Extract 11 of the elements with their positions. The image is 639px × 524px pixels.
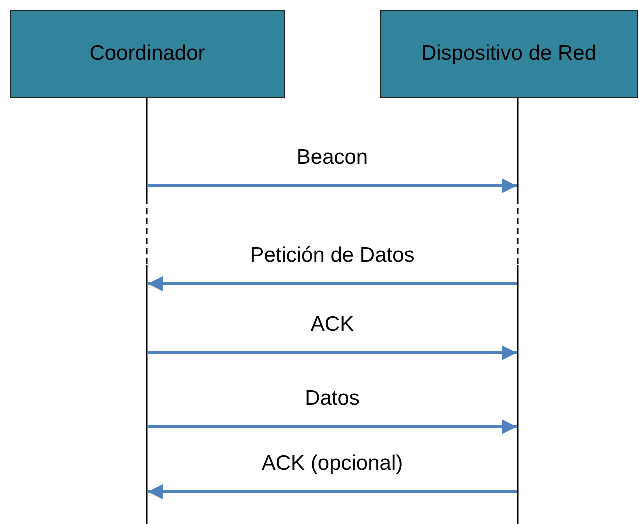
message-arrow	[148, 276, 517, 292]
lifeline	[517, 98, 519, 524]
participant-name: Dispositivo de Red	[421, 42, 597, 66]
participant-name: Coordinador	[90, 42, 206, 66]
participant-box	[380, 10, 638, 98]
message-arrow	[148, 484, 517, 500]
lifeline	[146, 98, 148, 524]
message-arrow	[148, 420, 517, 434]
message-arrow	[148, 178, 517, 194]
message-arrow	[148, 346, 517, 360]
participant-box	[10, 10, 285, 98]
